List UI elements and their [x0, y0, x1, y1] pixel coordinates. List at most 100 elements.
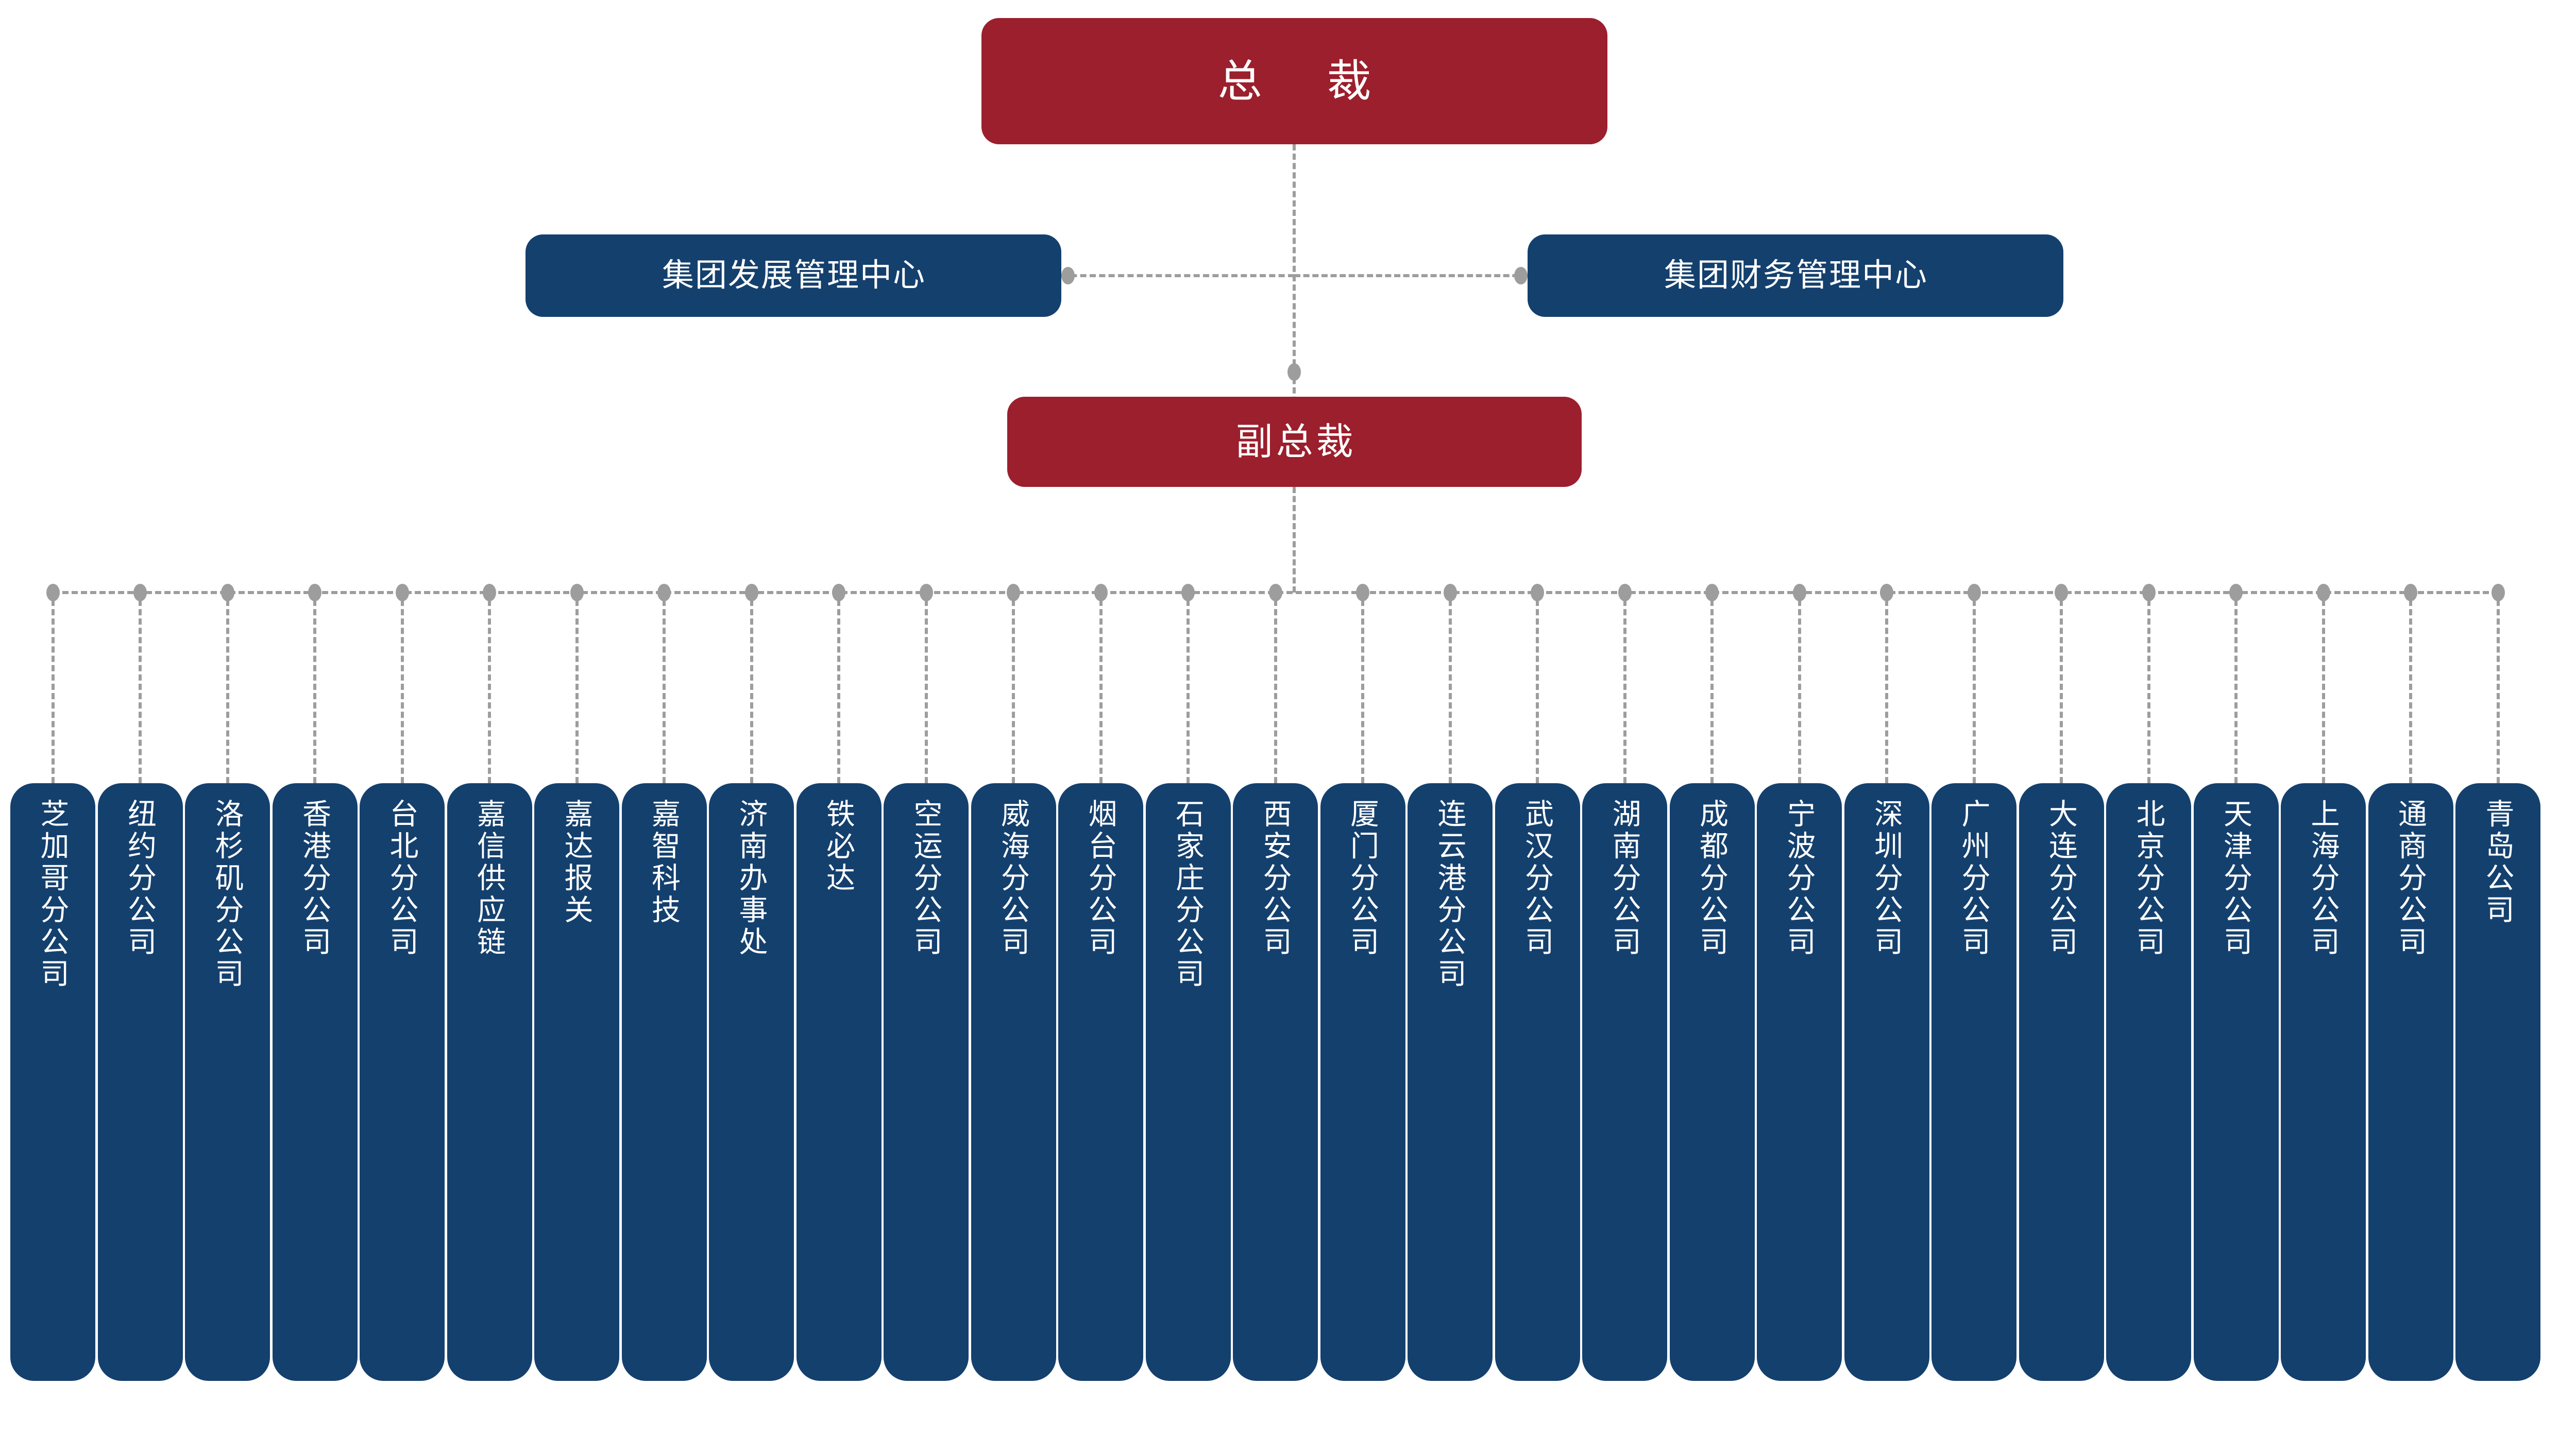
- dot-branch-23: [2055, 584, 2068, 601]
- branch-node[interactable]: 北京分公司: [2106, 783, 2191, 1381]
- branch-node-label: 青岛公司: [2482, 799, 2515, 926]
- dot-branch-3: [308, 584, 321, 601]
- node-vice-president-label: 副总裁: [1235, 421, 1357, 463]
- dot-branch-14: [1268, 584, 1282, 601]
- connector-drop-branch-4: [400, 600, 404, 783]
- connector-drop-branch-18: [1623, 600, 1626, 783]
- node-group-development-management-center-label: 集团发展管理中心: [662, 258, 926, 293]
- branch-node-label: 铁必达: [822, 799, 855, 894]
- dot-branch-8: [744, 584, 758, 601]
- node-group-finance-management-center-label: 集团财务管理中心: [1664, 258, 1928, 293]
- branch-node[interactable]: 连云港分公司: [1408, 783, 1493, 1381]
- connector-drop-branch-14: [1274, 600, 1277, 783]
- branch-node[interactable]: 深圳分公司: [1844, 783, 1929, 1381]
- branch-node-label: 宁波分公司: [1783, 799, 1816, 958]
- branch-node-label: 烟台分公司: [1084, 799, 1117, 958]
- branch-node-label: 天津分公司: [2219, 799, 2252, 958]
- branch-node[interactable]: 西安分公司: [1233, 783, 1318, 1381]
- connector-dev-center-link: [1061, 274, 1294, 277]
- dot-branch-9: [832, 584, 845, 601]
- branch-node-label: 北京分公司: [2132, 799, 2165, 958]
- dot-branch-6: [570, 584, 584, 601]
- connector-drop-branch-1: [139, 600, 142, 783]
- dot-branch-2: [221, 584, 234, 601]
- connector-drop-branch-19: [1710, 600, 1714, 783]
- node-group-finance-management-center[interactable]: 集团财务管理中心: [1528, 234, 2063, 317]
- node-vice-president[interactable]: 副总裁: [1007, 397, 1582, 487]
- connector-drop-branch-26: [2321, 600, 2325, 783]
- branch-node[interactable]: 台北分公司: [360, 783, 445, 1381]
- dot-branch-18: [1618, 584, 1632, 601]
- node-group-development-management-center[interactable]: 集团发展管理中心: [526, 234, 1061, 317]
- branch-node-label: 通商分公司: [2394, 799, 2427, 958]
- dot-branch-27: [2404, 584, 2417, 601]
- branch-node[interactable]: 厦门分公司: [1320, 783, 1405, 1381]
- branch-node[interactable]: 石家庄分公司: [1145, 783, 1231, 1381]
- connector-drop-branch-9: [837, 600, 840, 783]
- branch-node-label: 武汉分公司: [1521, 799, 1554, 958]
- connector-drop-branch-5: [488, 600, 491, 783]
- connector-president-to-vice-president: [1293, 144, 1296, 487]
- connector-drop-branch-15: [1361, 600, 1364, 783]
- branch-node[interactable]: 青岛公司: [2455, 783, 2540, 1381]
- branch-node[interactable]: 烟台分公司: [1058, 783, 1143, 1381]
- branch-node[interactable]: 嘉智科技: [621, 783, 707, 1381]
- branch-node[interactable]: 大连分公司: [2019, 783, 2104, 1381]
- connector-drop-branch-10: [924, 600, 928, 783]
- dot-branch-13: [1181, 584, 1195, 601]
- branch-node-label: 嘉达报关: [561, 799, 594, 926]
- node-president[interactable]: 总 裁: [981, 18, 1607, 144]
- dot-branch-11: [1007, 584, 1020, 601]
- branch-node[interactable]: 广州分公司: [1931, 783, 2016, 1381]
- branch-node-label: 嘉信供应链: [473, 799, 506, 958]
- branch-node[interactable]: 空运分公司: [884, 783, 969, 1381]
- connector-drop-branch-23: [2060, 600, 2063, 783]
- branch-node[interactable]: 天津分公司: [2193, 783, 2279, 1381]
- branch-node[interactable]: 洛杉矶分公司: [185, 783, 270, 1381]
- branch-node[interactable]: 芝加哥分公司: [10, 783, 95, 1381]
- branch-node-label: 上海分公司: [2307, 799, 2340, 958]
- branch-node-label: 成都分公司: [1696, 799, 1728, 958]
- dot-branch-15: [1356, 584, 1369, 601]
- connector-drop-branch-3: [313, 600, 316, 783]
- branch-node-label: 连云港分公司: [1434, 799, 1467, 990]
- connector-drop-branch-7: [663, 600, 666, 783]
- branch-node[interactable]: 嘉信供应链: [447, 783, 532, 1381]
- connector-drop-branch-13: [1187, 600, 1190, 783]
- connector-drop-branch-11: [1012, 600, 1015, 783]
- dot-branch-28: [2491, 584, 2505, 601]
- dot-branch-5: [483, 584, 496, 601]
- dot-branch-10: [919, 584, 933, 601]
- branch-node[interactable]: 上海分公司: [2281, 783, 2366, 1381]
- branch-node[interactable]: 香港分公司: [272, 783, 358, 1381]
- branch-node-label: 济南办事处: [735, 799, 768, 958]
- connector-drop-branch-21: [1885, 600, 1888, 783]
- connector-drop-branch-17: [1536, 600, 1539, 783]
- dot-branch-25: [2229, 584, 2243, 601]
- branch-node[interactable]: 成都分公司: [1669, 783, 1755, 1381]
- branch-node[interactable]: 湖南分公司: [1582, 783, 1667, 1381]
- dot-branch-16: [1443, 584, 1457, 601]
- connector-drop-branch-25: [2234, 600, 2238, 783]
- branch-node[interactable]: 通商分公司: [2368, 783, 2453, 1381]
- branch-node[interactable]: 铁必达: [796, 783, 882, 1381]
- connector-drop-branch-27: [2409, 600, 2412, 783]
- branch-node-label: 香港分公司: [298, 799, 331, 958]
- branch-node-label: 芝加哥分公司: [37, 799, 70, 990]
- dot-dev-center: [1061, 267, 1075, 284]
- branch-node[interactable]: 济南办事处: [709, 783, 794, 1381]
- branch-node[interactable]: 嘉达报关: [534, 783, 619, 1381]
- branch-node[interactable]: 威海分公司: [971, 783, 1056, 1381]
- branch-node[interactable]: 武汉分公司: [1495, 783, 1580, 1381]
- dot-vice-president-junction: [1287, 363, 1301, 381]
- branch-node-label: 台北分公司: [386, 799, 419, 958]
- branch-node-label: 深圳分公司: [1870, 799, 1903, 958]
- branch-node[interactable]: 宁波分公司: [1757, 783, 1842, 1381]
- dot-finance-center: [1514, 267, 1528, 284]
- branch-node-label: 湖南分公司: [1608, 799, 1641, 958]
- dot-branch-7: [657, 584, 671, 601]
- connector-drop-branch-16: [1448, 600, 1452, 783]
- branch-node[interactable]: 纽约分公司: [97, 783, 183, 1381]
- dot-branch-0: [46, 584, 60, 601]
- connector-finance-center-link: [1294, 274, 1528, 277]
